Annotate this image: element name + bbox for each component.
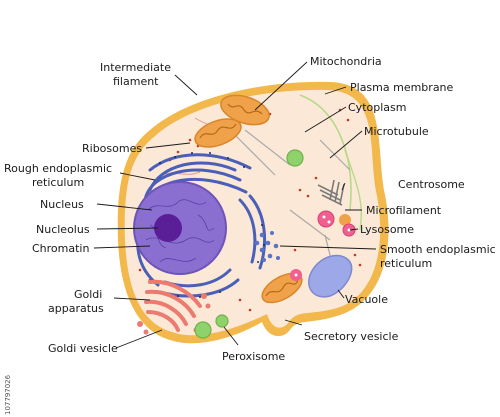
label-ribosomes: Ribosomes — [82, 142, 142, 155]
peroxisome-2 — [215, 314, 229, 328]
label-golgi-apparatus: Goldi — [74, 288, 102, 301]
smooth-endoplasmic-reticulum — [254, 231, 280, 262]
label-plasma-membrane: Plasma membrane — [350, 81, 454, 94]
label-intermediate-filament-line2: filament — [113, 75, 159, 88]
label-rough-er-line2: reticulum — [32, 176, 84, 189]
lysosome-3 — [290, 269, 302, 281]
lysosome-1 — [317, 210, 335, 228]
golgi-apparatus — [144, 279, 202, 332]
label-peroxisome: Peroxisome — [222, 350, 285, 363]
label-smooth-er: Smooth endoplasmic — [380, 243, 496, 256]
label-rough-er: Rough endoplasmic — [4, 162, 112, 175]
mitochondrion-upper — [220, 94, 270, 126]
label-chromatin: Chromatin — [32, 242, 89, 255]
nucleolus — [154, 214, 182, 242]
label-mitochondria: Mitochondria — [310, 55, 382, 68]
label-nucleus: Nucleus — [40, 198, 84, 211]
mitochondrion-left — [194, 118, 242, 148]
peroxisome-1 — [194, 321, 212, 339]
label-nucleolus: Nucleolus — [36, 223, 90, 236]
label-cytoplasm: Cytoplasm — [348, 101, 406, 114]
label-vacuole: Vacuole — [345, 293, 388, 306]
mitochondrion-right — [339, 214, 351, 226]
label-golgi-apparatus-line2: apparatus — [48, 302, 104, 315]
label-lysosome: Lysosome — [360, 223, 414, 236]
stock-id: 107797026 — [4, 374, 12, 415]
label-microtubule: Microtubule — [364, 125, 429, 138]
peroxisome-3 — [286, 149, 304, 167]
microfilaments — [299, 94, 363, 231]
label-centrosome: Centrosome — [398, 178, 465, 191]
label-smooth-er-line2: reticulum — [380, 257, 432, 270]
vacuole — [308, 254, 353, 298]
label-microfilament: Microfilament — [366, 204, 442, 217]
label-intermediate-filament: Intermediate — [100, 61, 171, 74]
label-secretory-vesicle: Secretory vesicle — [304, 330, 399, 343]
rough-er-ribosome-dots — [159, 152, 265, 298]
label-golgi-vesicle: Goldi vesicle — [48, 342, 118, 355]
lysosome-2 — [342, 223, 356, 237]
leader-lines — [93, 61, 377, 349]
chromatin — [145, 199, 215, 263]
